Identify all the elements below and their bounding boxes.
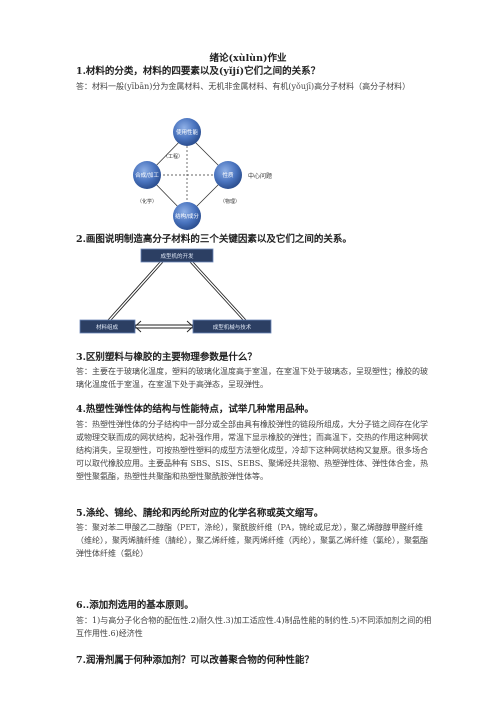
label-engineering: （工程） xyxy=(163,153,183,160)
question-3-answer: 答：主要在于玻璃化温度，塑料的玻璃化温度高于室温，在室温下处于玻璃态，呈现塑性；… xyxy=(76,367,428,389)
node-synthesis-label: 合成/加工 xyxy=(135,171,159,179)
label-physics: （物理） xyxy=(220,198,240,205)
node-structure-label: 结构/成分 xyxy=(175,212,199,220)
node-performance xyxy=(173,118,201,146)
node-structure xyxy=(173,202,201,230)
box-material-composition xyxy=(79,319,136,334)
question-7-heading: 7.润滑剂属于何种添加剂？可以改善聚合物的何种性能？ xyxy=(76,655,314,666)
question-3-heading: 3.区别塑料与橡胶的主要物理参数是什么？ xyxy=(76,352,257,363)
question-6-heading: 6..添加剂选用的基本原则。 xyxy=(76,600,194,611)
question-5-answer: 答：聚对苯二甲酸乙二醇酯（PET，涤纶），聚酰胺纤维（PA，锦纶或尼龙），聚乙烯… xyxy=(76,523,428,558)
node-property xyxy=(214,161,242,189)
box-machinery-technology-label: 成型机械与技术 xyxy=(213,323,252,331)
label-center-issue: 中心问题 xyxy=(248,172,272,180)
label-chemistry: （化学） xyxy=(137,198,157,205)
document-title: 绪论(xùlùn)作业 xyxy=(209,53,287,64)
question-5-heading: 5.涤纶、锦纶、腈纶和丙纶所对应的化学名称或英文缩写。 xyxy=(76,508,324,519)
node-property-label: 性质 xyxy=(222,171,234,179)
question-6-answer: 答：1)与高分子化合物的配伍性.2)耐久性.3)加工适应性.4)制品性能的制约性… xyxy=(76,616,432,638)
box-machinery-technology xyxy=(192,319,272,334)
question-1-answer: 答：材料一般(yībān)分为金属材料、无机非金属材料、有机(yǒujī)高分子… xyxy=(76,82,411,91)
question-4-answer: 答：热塑性弹性体的分子结构中一部分或全部由具有橡胶弹性的链段所组成，大分子链之间… xyxy=(76,420,429,481)
node-synthesis xyxy=(133,161,161,189)
box-material-composition-label: 材料组成 xyxy=(96,323,119,331)
node-performance-label: 使用性能 xyxy=(176,128,199,136)
question-4-heading: 4.热塑性弹性体的结构与性能特点，试举几种常用品种。 xyxy=(76,404,314,415)
question-2-heading: 2.画图说明制造高分子材料的三个关键因素以及它们之间的关系。 xyxy=(76,234,352,245)
box-machine-development xyxy=(140,248,214,263)
question-1-heading: 1.材料的分类，材料的四要素以及(yǐjí)它们之间的关系？ xyxy=(76,66,321,77)
box-machine-development-label: 成型机的开发 xyxy=(160,252,194,260)
